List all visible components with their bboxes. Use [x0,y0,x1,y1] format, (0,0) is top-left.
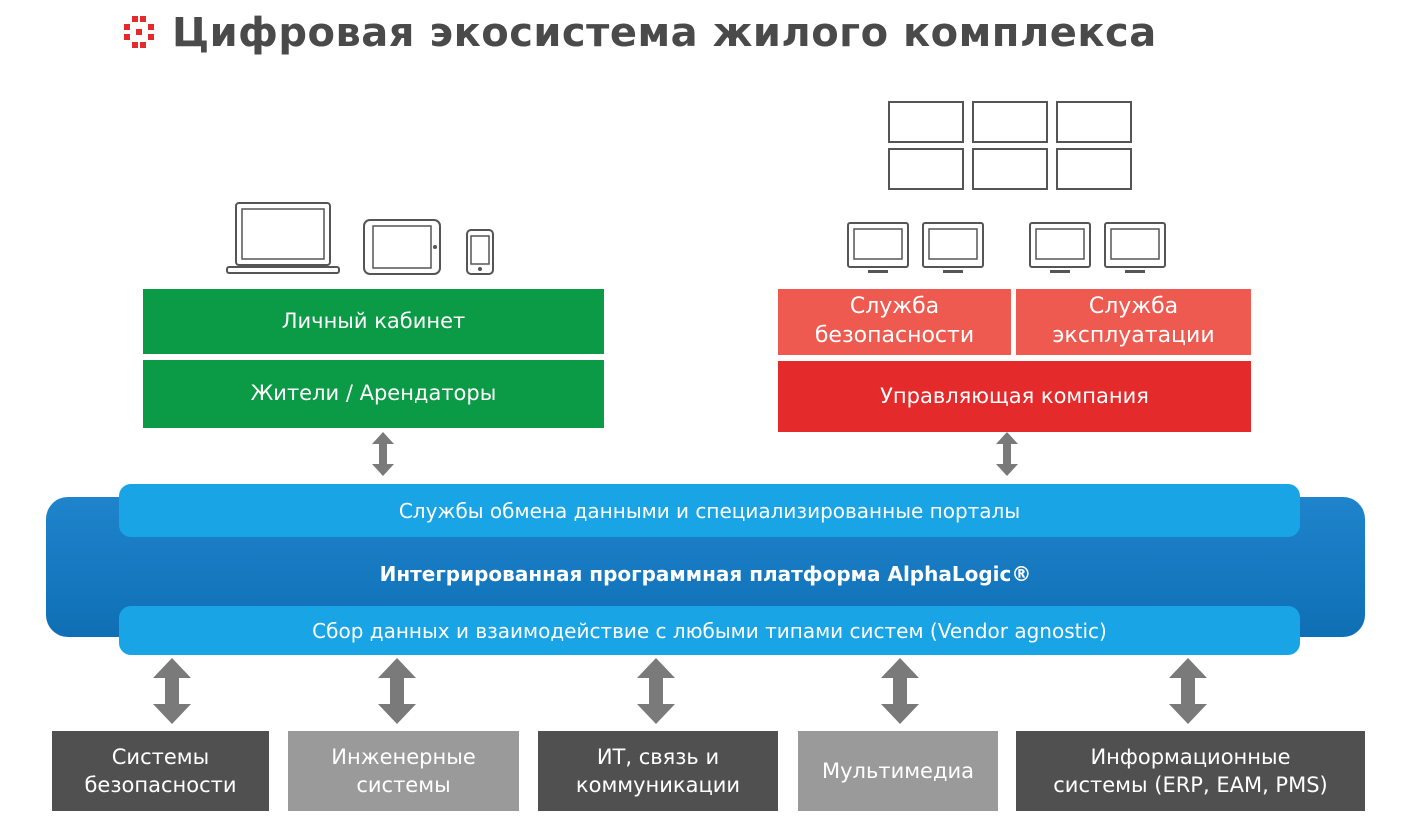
monitor-icon [847,222,909,273]
system-label: Системы безопасности [84,744,237,797]
monitor-icon [922,222,984,273]
system-label: Мультимедиа [821,758,975,783]
platform-title: Интегрированная программная платформа Al… [379,562,1032,586]
bidirectional-arrow-icon [378,658,416,724]
system-security-box: Системы безопасности [52,731,269,811]
video-wall-icon [888,101,1132,190]
system-information-box: Информационные системы (ERP, EAM, PMS) [1016,731,1365,811]
title-block: Цифровая экосистема жилого комплекса [120,8,1157,58]
smartphone-icon [466,229,494,275]
bidirectional-arrow-icon [1169,658,1207,724]
system-it-box: ИТ, связь и коммуникации [538,731,778,811]
operations-service-label: Служба эксплуатации [1052,294,1215,348]
bidirectional-arrow-icon [996,432,1018,476]
page-title: Цифровая экосистема жилого комплекса [172,10,1157,56]
pixel-logo-icon [124,16,154,48]
data-collection-band: Сбор данных и взаимодействие с любыми ти… [119,606,1300,655]
bidirectional-arrow-icon [153,658,191,724]
data-exchange-band: Службы обмена данными и специализированн… [119,484,1300,537]
monitor-icon [1029,222,1091,273]
system-engineering-box: Инженерные системы [288,731,519,811]
management-company-box: Управляющая компания [778,361,1251,432]
system-label: Инженерные системы [331,744,476,797]
personal-cabinet-box: Личный кабинет [143,289,604,354]
residents-tenants-box: Жители / Арендаторы [143,360,604,428]
system-label: ИТ, связь и коммуникации [575,744,741,797]
monitor-icon [1104,222,1166,273]
laptop-icon [226,202,340,274]
system-label: Информационные системы (ERP, EAM, PMS) [1053,744,1328,797]
system-multimedia-box: Мультимедиа [798,731,998,811]
bidirectional-arrow-icon [881,658,919,724]
security-service-label: Служба безопасности [814,294,975,348]
bidirectional-arrow-icon [372,432,394,476]
operations-service-box: Служба эксплуатации [1016,289,1251,355]
bidirectional-arrow-icon [637,658,675,724]
security-service-box: Служба безопасности [778,289,1011,355]
tablet-icon [363,219,441,275]
